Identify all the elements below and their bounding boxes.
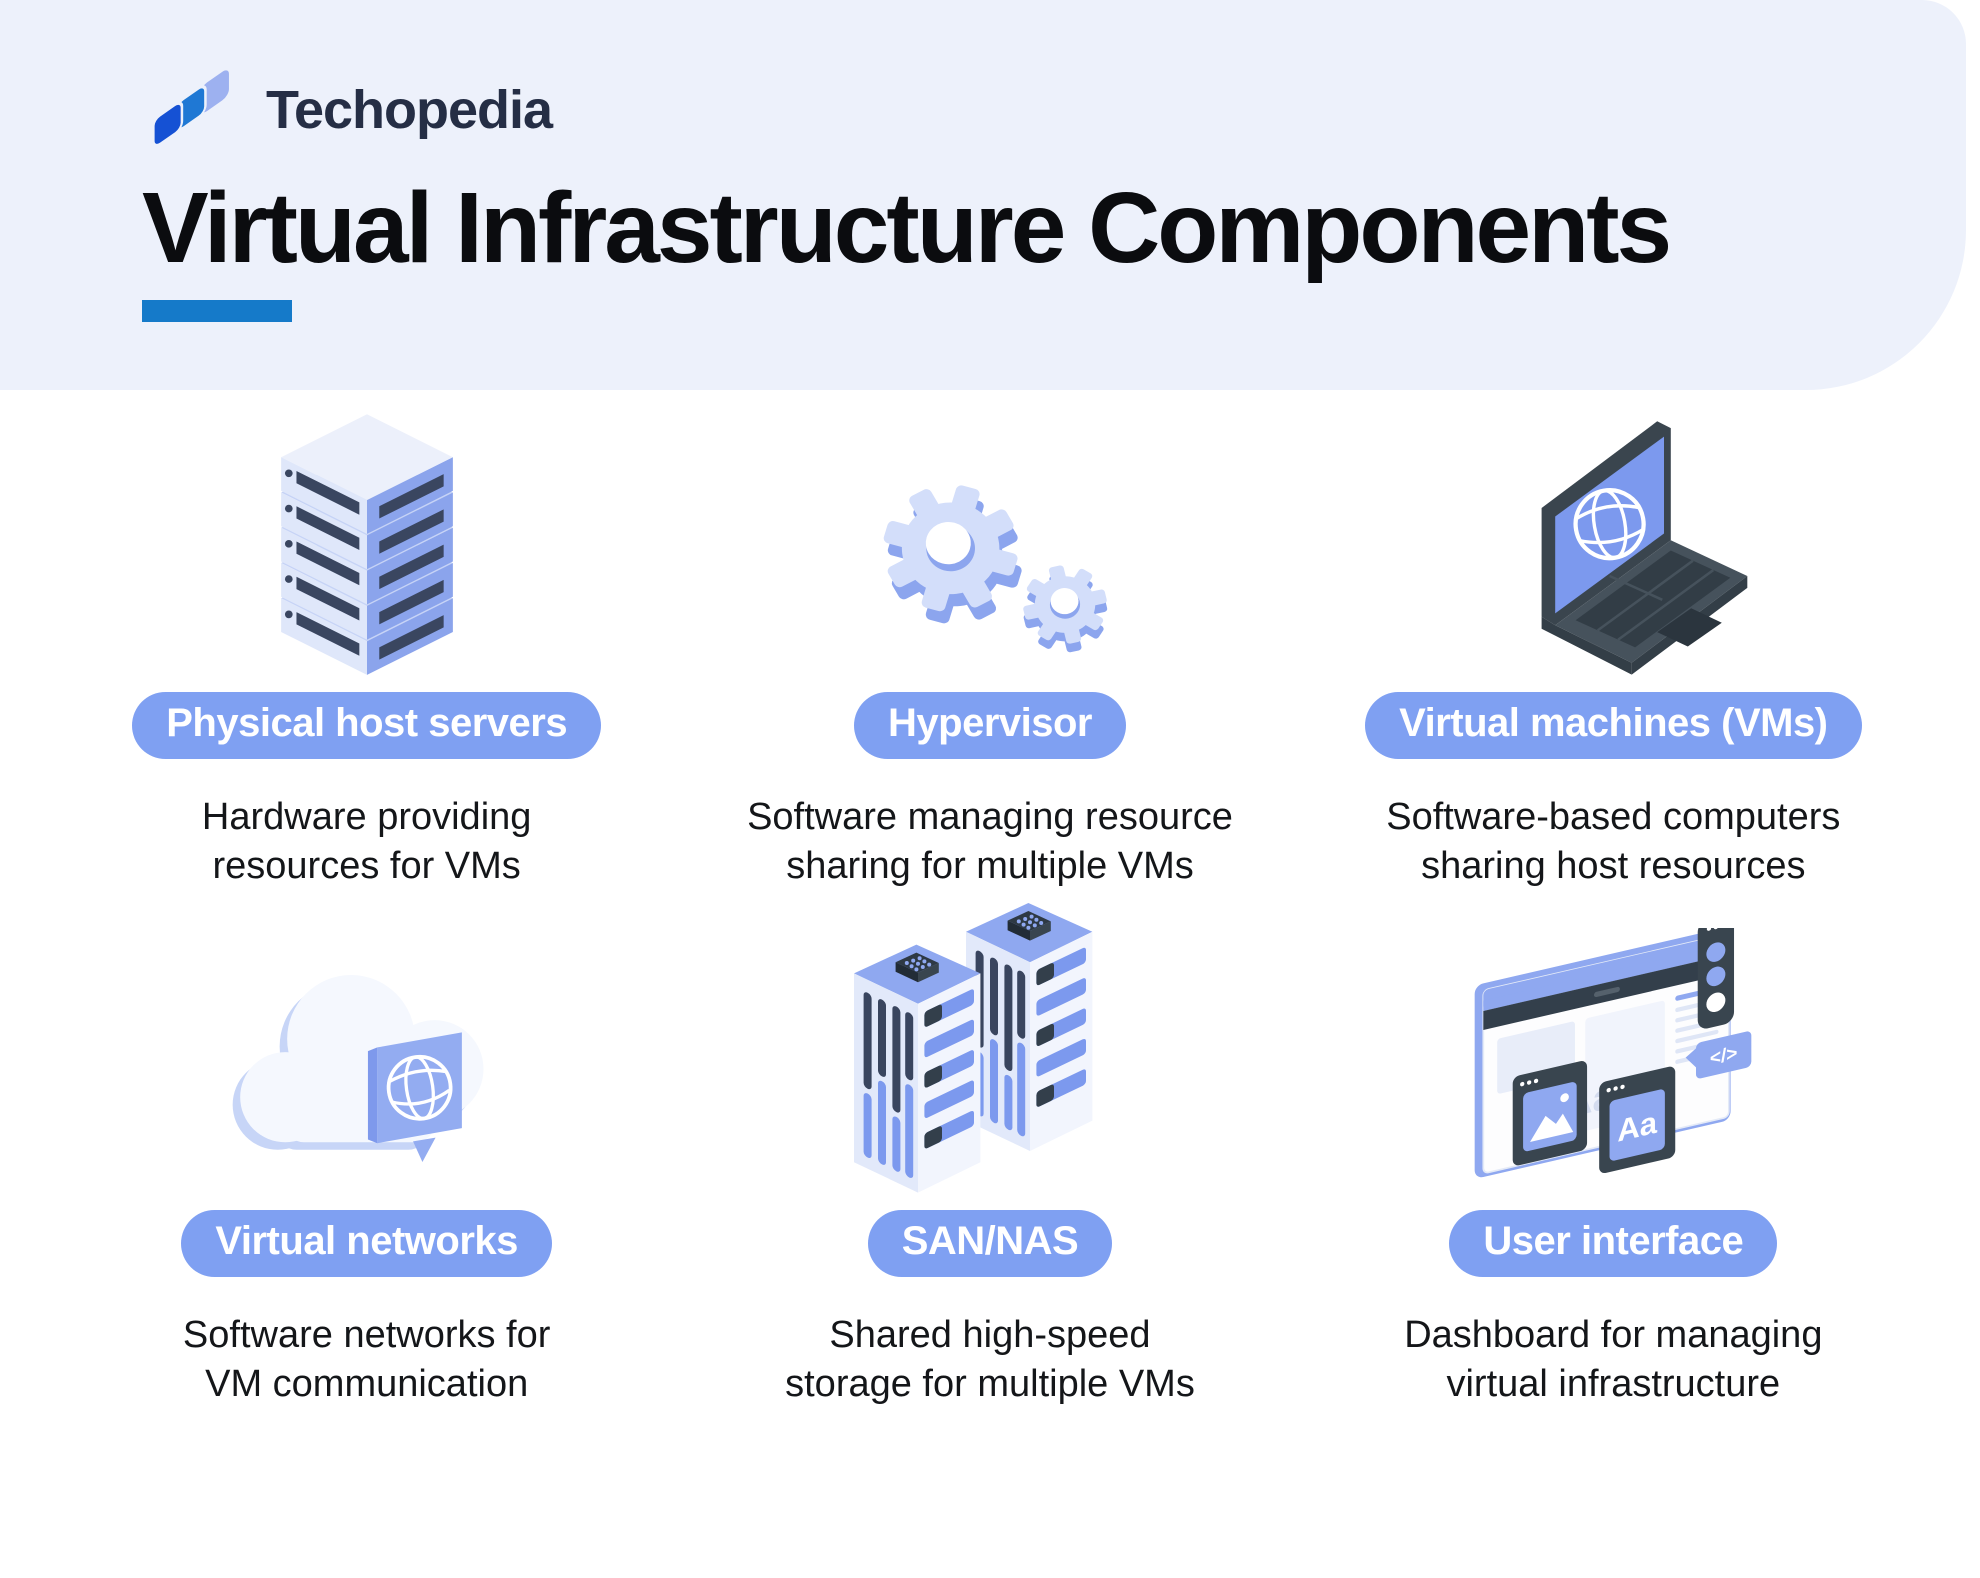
techopedia-logo-icon [152,70,229,147]
component-label-pill: Hypervisor [854,692,1126,759]
components-grid: Physical host servers Hardware providing… [0,390,1980,1410]
server-stack-icon [280,414,453,675]
icon-box [846,902,1134,1196]
component-san-nas: SAN/NAS Shared high-speed storage for mu… [678,902,1301,1410]
component-physical-host-servers: Physical host servers Hardware providing… [55,400,678,892]
component-user-interface: Aa [1302,908,1925,1410]
storage-towers-icon [853,902,1093,1193]
component-label-pill: SAN/NAS [867,1209,1113,1277]
brand: Techopedia [142,68,1966,152]
component-description: Shared high-speed storage for multiple V… [785,1313,1195,1406]
gears-icon [883,485,1108,653]
component-label-pill: User interface [1449,1209,1778,1277]
icon-box: Aa [1457,908,1769,1196]
component-virtual-networks: Virtual networks Software networks for V… [55,908,678,1410]
icon-box [1460,400,1766,678]
icon-box [212,908,522,1196]
brand-name: Techopedia [266,80,553,140]
component-description: Software networks for VM communication [182,1313,551,1406]
component-description: Hardware providing resources for VMs [201,796,532,888]
icon-box [840,400,1140,678]
component-virtual-machines: Virtual machines (VMs) Software-based co… [1302,400,1925,892]
page-title: Virtual Infrastructure Components [142,172,1672,284]
laptop-globe-icon [1541,421,1748,675]
icon-box [252,400,482,678]
component-description: Software managing resource sharing for m… [747,796,1233,888]
component-label-pill: Virtual networks [181,1209,552,1277]
cloud-globe-icon [232,974,484,1162]
component-label-pill: Virtual machines (VMs) [1365,692,1862,759]
header: Techopedia Virtual Infrastructure Compon… [0,0,1966,390]
component-description: Software-based computers sharing host re… [1386,796,1841,888]
component-hypervisor: Hypervisor Software managing resource sh… [678,400,1301,892]
title-accent-bar [142,300,292,322]
component-label-pill: Physical host servers [132,692,602,759]
component-description: Dashboard for managing virtual infrastru… [1404,1313,1823,1406]
dashboard-icon: Aa [1474,927,1752,1177]
